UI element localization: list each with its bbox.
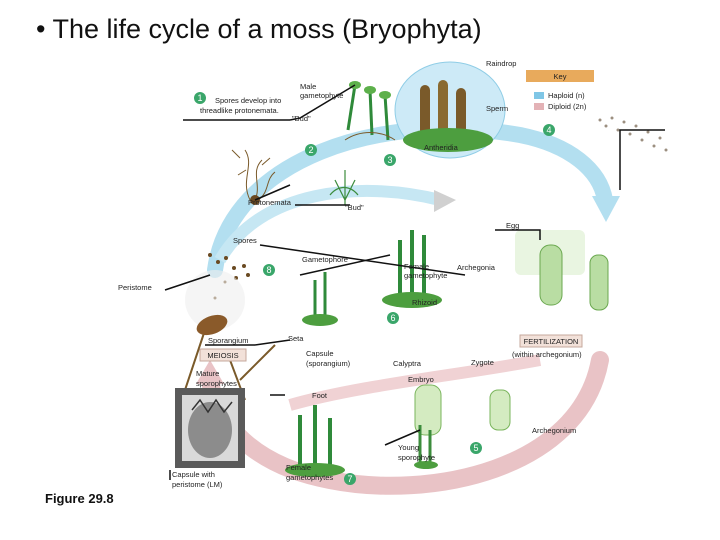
haploid-inner-arrow [214,184,442,264]
foot-label: Foot [312,391,328,400]
spores-label: Spores [233,236,257,245]
peristome-label: Peristome [118,283,152,292]
step-8: 8 [266,265,271,275]
bud-label-1: "Bud" [292,114,311,123]
raindrop-illustration [394,61,506,159]
leader-lines [164,84,665,480]
bud-illustration [329,170,359,205]
archegonia-illustration [515,230,609,311]
bud-label-2: "Bud" [345,203,364,212]
seta-label: Seta [288,334,304,343]
diploid-upper-arrow [288,354,542,411]
step-4: 4 [546,125,551,135]
female-gametophytes-label-b: gametophytes [286,473,333,482]
step1-text-b: threadlike protonemata. [200,106,279,115]
fertilization-label: FERTILIZATION [524,337,579,346]
young-sporophyte-label-a: Young [398,443,419,452]
step-5: 5 [473,443,478,453]
antheridia-label: Antheridia [424,143,459,152]
gametophore-illustration [302,272,338,326]
calyptra-label: Calyptra [393,359,422,368]
young-sporophyte-label-b: sporophyte [398,453,435,462]
capsule-peristome-label-a: Capsule with [172,470,215,479]
protonemata-label: Protonemata [248,198,292,207]
step-3: 3 [387,155,392,165]
sperm-label: Sperm [486,104,508,113]
female-gametophyte-illustration [382,230,442,308]
fertilization-box [519,334,583,348]
capsule-label-a: Capsule [306,349,334,358]
step-7: 7 [347,474,352,484]
sporangium-label: Sporangium [208,336,248,345]
spore-cloud [185,270,245,330]
key-title: Key [554,72,567,81]
archegonia-label: Archegonia [457,263,496,272]
zygote-label: Zygote [471,358,494,367]
male-gametophyte-label-b: gametophyte [300,91,343,100]
figure-label: Figure 29.8 [45,491,114,506]
mature-sporophytes-label-a: Mature [196,369,219,378]
step-6: 6 [390,313,395,323]
young-sporophyte-illustration [414,425,438,469]
step-2: 2 [308,145,313,155]
rhizoid-label: Rhizoid [412,298,437,307]
male-gametophyte-label-a: Male [300,82,316,91]
female-gametophyte-label-a: Female [404,262,429,271]
raindrop-label: Raindrop [486,59,516,68]
mature-sporophytes-label-b: sporophytes [196,379,237,388]
egg-label: Egg [506,221,519,230]
step-1: 1 [197,93,202,103]
key-diploid-label: Diploid (2n) [548,102,587,111]
female-gametophyte-label-b: gametophyte [404,271,447,280]
meiosis-label: MEIOSIS [207,351,238,360]
zygote-illustration [414,384,511,436]
key-haploid-label: Haploid (n) [548,91,585,100]
sperm-illustration [598,116,668,152]
key-legend: Key Haploid (n) Diploid (2n) [526,70,594,111]
capsule-peristome-label-b: peristome (LM) [172,480,223,489]
step-markers: 1 2 3 4 5 6 7 8 [194,92,555,485]
step1-text-a: Spores develop into [215,96,281,105]
archegonium-label: Archegonium [532,426,576,435]
within-archegonium-label: (within archegonium) [512,350,582,359]
female-gametophytes-illustration [285,405,345,477]
slide-title: • The life cycle of a moss (Bryophyta) [36,14,482,44]
capsule-label-b: (sporangium) [306,359,351,368]
meiosis-box [199,348,247,362]
embryo-label: Embryo [408,375,434,384]
female-gametophytes-label-a: Female [286,463,311,472]
gametophore-label: Gametophore [302,255,348,264]
